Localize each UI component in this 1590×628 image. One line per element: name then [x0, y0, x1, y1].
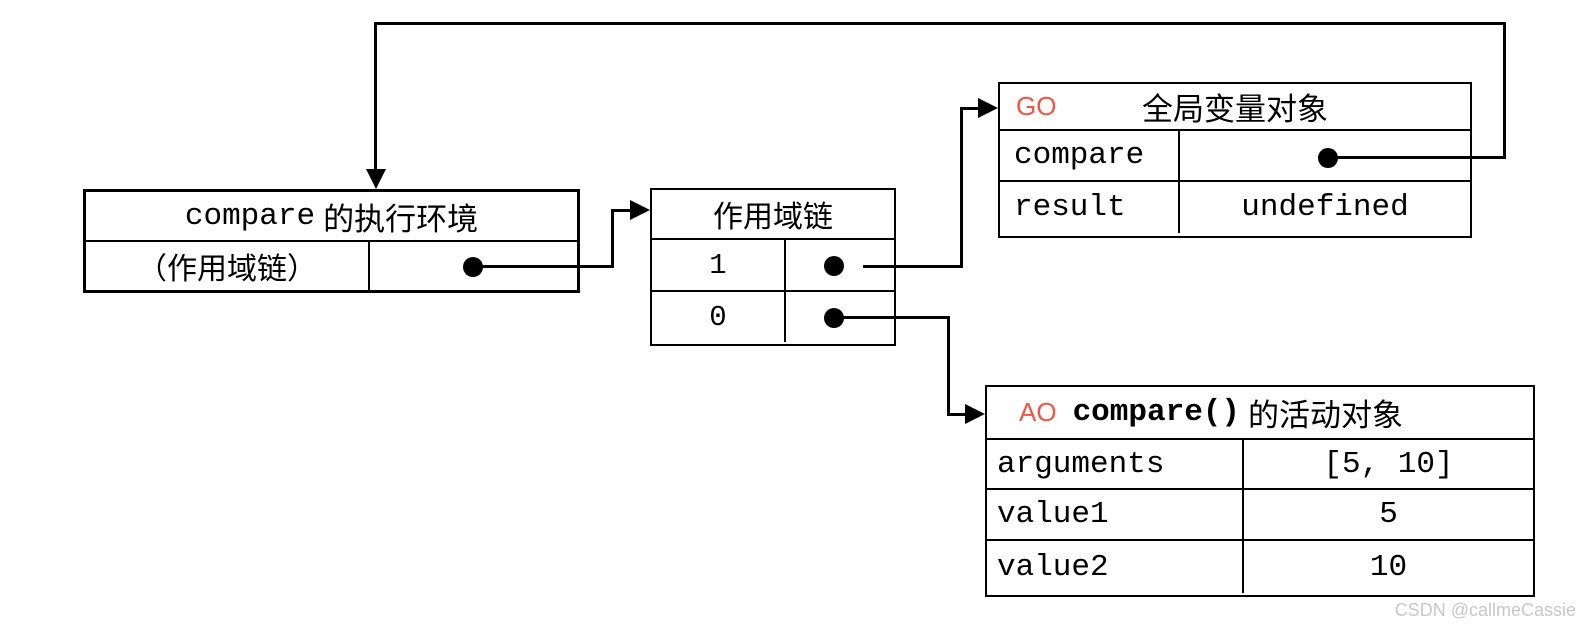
- go-compare-arrow-segment: [1328, 156, 1506, 159]
- go-row-compare: compare: [1000, 131, 1470, 182]
- ao-row-value1: value1 5: [987, 490, 1533, 541]
- arrowhead-to-execution-context: [366, 169, 386, 189]
- slot1-go-arrow-segment: [960, 107, 980, 110]
- exec-scope-arrow-segment: [611, 209, 632, 212]
- ao-arguments-key: arguments: [987, 440, 1244, 488]
- slot0-ao-arrow-segment: [947, 413, 967, 416]
- ao-value2-value: 10: [1369, 549, 1408, 585]
- slot0-ao-arrow-segment: [947, 316, 950, 416]
- execution-context-title-code: compare: [184, 198, 316, 234]
- activation-object-box: AO compare() 的活动对象 arguments [5, 10] val…: [985, 385, 1535, 597]
- go-compare-arrow-segment: [374, 22, 377, 170]
- activation-object-title-code: compare(): [1072, 395, 1241, 430]
- execution-context-row: （作用域链）: [86, 242, 577, 290]
- exec-scope-arrow-segment: [473, 265, 614, 268]
- arrowhead-to-activation-object: [965, 404, 985, 424]
- ao-tag: AO: [1019, 397, 1057, 427]
- scope-slot-0-index: 0: [652, 292, 786, 342]
- activation-object-title-text: 的活动对象: [1248, 398, 1404, 433]
- scope-chain-row-0: 0: [652, 292, 894, 342]
- go-tag: GO: [1016, 91, 1057, 121]
- scope-chain-row-1: 1: [652, 240, 894, 292]
- ao-row-arguments: arguments [5, 10]: [987, 440, 1533, 490]
- go-result-value: undefined: [1241, 190, 1409, 225]
- global-object-title: 全局变量对象: [1142, 92, 1328, 127]
- scope-chain-label: （作用域链）: [86, 242, 370, 290]
- global-object-box: GO 全局变量对象 compare result undefined: [998, 82, 1472, 238]
- scope-chain-box: 作用域链 1 0: [650, 188, 896, 346]
- go-compare-arrow-segment: [1503, 22, 1506, 159]
- go-compare-key: compare: [1000, 131, 1180, 180]
- go-result-key: result: [1000, 182, 1180, 233]
- slot1-go-arrow-segment: [960, 107, 963, 268]
- execution-context-title: compare 的执行环境: [86, 192, 577, 242]
- slot1-go-arrow-segment: [863, 265, 963, 268]
- arrowhead-to-scope-chain: [630, 200, 650, 220]
- scope-slot-1-pointer-dot: [824, 256, 844, 276]
- global-object-header: GO 全局变量对象: [1000, 84, 1470, 131]
- go-row-result: result undefined: [1000, 182, 1470, 233]
- exec-scope-arrow-segment: [611, 209, 614, 268]
- ao-value1-value: 5: [1379, 497, 1398, 532]
- scope-chain-title: 作用域链: [652, 190, 894, 240]
- ao-value2-key: value2: [987, 541, 1244, 593]
- ao-value1-key: value1: [987, 490, 1244, 539]
- ao-row-value2: value2 10: [987, 541, 1533, 593]
- scope-slot-1-index: 1: [652, 240, 786, 290]
- scope-slot-0-pointer-dot: [824, 308, 844, 328]
- execution-context-box: compare 的执行环境 （作用域链）: [83, 189, 580, 293]
- slot0-ao-arrow-segment: [842, 316, 950, 319]
- ao-arguments-value: [5, 10]: [1323, 446, 1454, 482]
- execution-context-title-text: 的执行环境: [323, 201, 479, 237]
- go-compare-arrow-segment: [374, 22, 1506, 25]
- arrowhead-to-global-object: [978, 98, 998, 118]
- csdn-watermark: CSDN @callmeCassie: [1394, 600, 1576, 620]
- activation-object-header: AO compare() 的活动对象: [987, 387, 1533, 440]
